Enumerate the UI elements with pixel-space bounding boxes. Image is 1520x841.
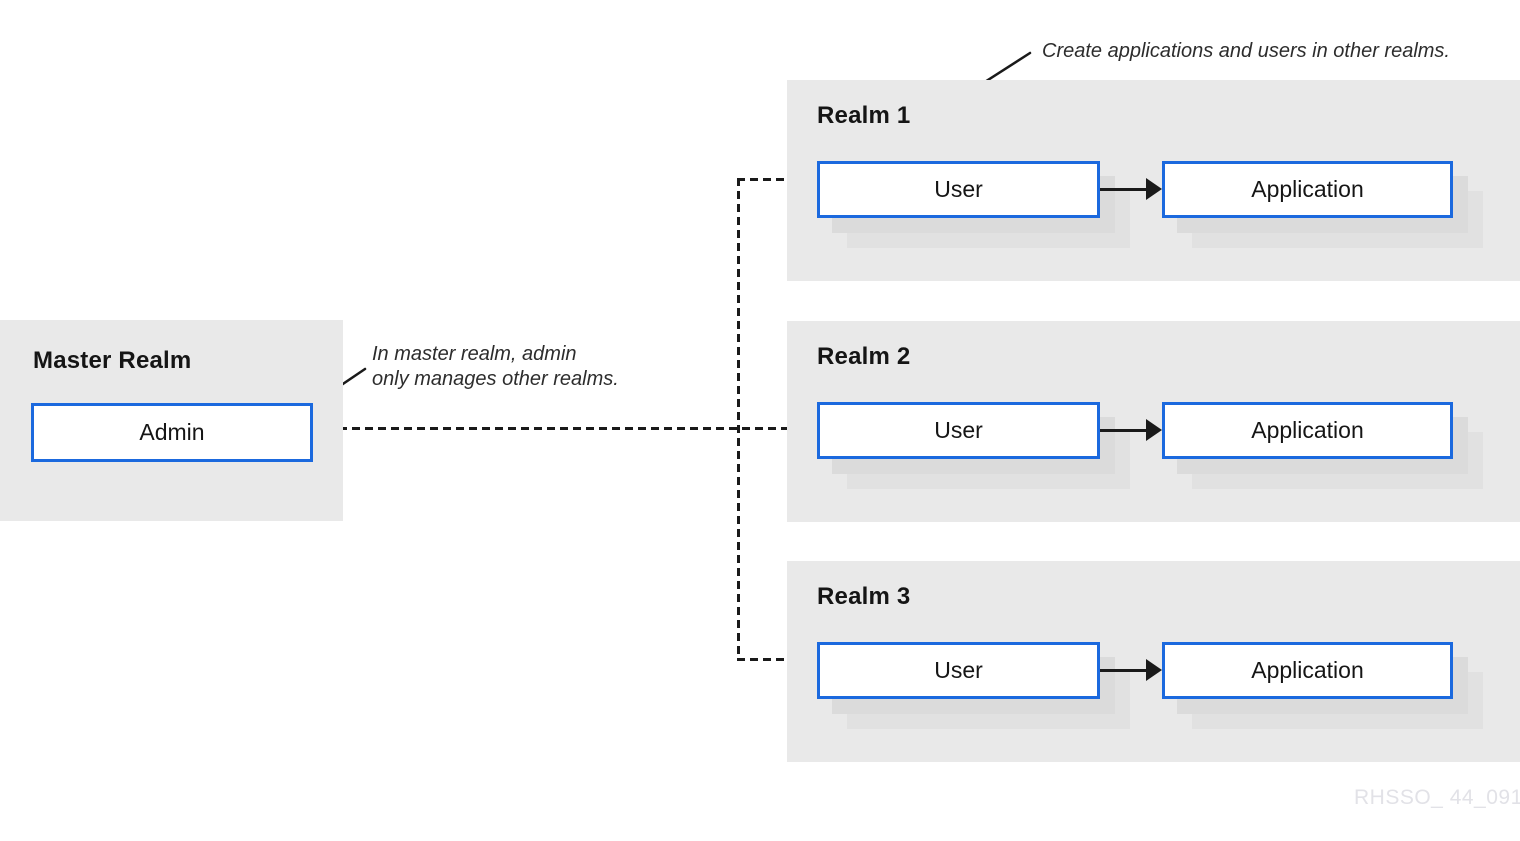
arrow-shaft — [1100, 669, 1148, 672]
arrow-shaft — [1100, 429, 1148, 432]
realm-2-title: Realm 2 — [817, 343, 911, 370]
application-box-label: Application — [1251, 176, 1364, 202]
realm-3-user-box: User — [817, 642, 1100, 699]
realm-2-user-box: User — [817, 402, 1100, 459]
realm-2-application-box: Application — [1162, 402, 1453, 459]
admin-box-stack: Admin — [31, 403, 313, 462]
realm-2-user-to-application-arrow — [1100, 419, 1162, 441]
user-box-label: User — [934, 657, 983, 683]
realm-3-application-box: Application — [1162, 642, 1453, 699]
arrow-head-icon — [1146, 419, 1162, 441]
realm-1-application-box: Application — [1162, 161, 1453, 218]
realm-1-panel: Realm 1 User Application — [787, 80, 1520, 281]
master-admin-annotation-line1: In master realm, admin — [372, 343, 577, 365]
realms-dashed-trunk-line — [737, 178, 740, 661]
realm-1-application-box-stack: Application — [1162, 161, 1483, 248]
realm-1-title: Realm 1 — [817, 102, 911, 129]
realm-3-user-to-application-arrow — [1100, 659, 1162, 681]
watermark-text: RHSSO_ 44_0919 — [1354, 786, 1520, 809]
user-box-label: User — [934, 417, 983, 443]
realm-2-user-box-stack: User — [817, 402, 1130, 489]
realm-3-panel: Realm 3 User Application — [787, 561, 1520, 762]
realm-1-user-box: User — [817, 161, 1100, 218]
arrow-head-icon — [1146, 659, 1162, 681]
master-realm-title: Master Realm — [33, 347, 192, 374]
realm-1-user-box-stack: User — [817, 161, 1130, 248]
realm1-dashed-stub — [737, 178, 787, 181]
arrow-shaft — [1100, 188, 1148, 191]
admin-box-label: Admin — [139, 419, 205, 445]
realm-2-panel: Realm 2 User Application — [787, 321, 1520, 522]
application-box-label: Application — [1251, 417, 1364, 443]
application-box-label: Application — [1251, 657, 1364, 683]
user-box-label: User — [934, 176, 983, 202]
realm-1-user-to-application-arrow — [1100, 178, 1162, 200]
arrow-head-icon — [1146, 178, 1162, 200]
admin-to-realms-dashed-line — [313, 427, 787, 430]
realm-3-application-box-stack: Application — [1162, 642, 1483, 729]
realm-3-title: Realm 3 — [817, 583, 911, 610]
realm3-dashed-stub — [737, 658, 787, 661]
master-admin-annotation-line2: only manages other realms. — [372, 368, 619, 390]
realm-3-user-box-stack: User — [817, 642, 1130, 729]
create-apps-annotation: Create applications and users in other r… — [1042, 40, 1450, 62]
master-realm-panel: Master Realm Admin — [0, 320, 343, 521]
master-admin-annotation: In master realm, admin only manages othe… — [372, 342, 619, 392]
admin-box: Admin — [31, 403, 313, 462]
realm-2-application-box-stack: Application — [1162, 402, 1483, 489]
